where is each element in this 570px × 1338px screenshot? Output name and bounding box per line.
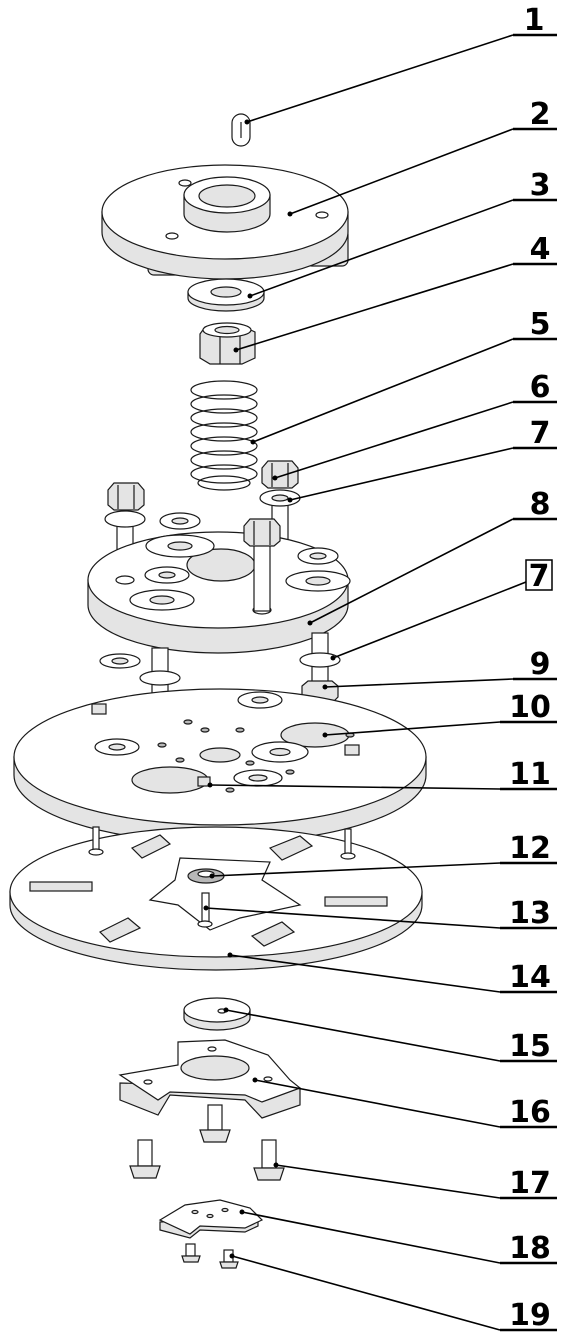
part-17-screws <box>129 1104 285 1181</box>
part-2-hub-flange <box>101 164 349 280</box>
callout-18: 18 <box>239 1209 557 1266</box>
callout-1: 1 <box>244 3 557 125</box>
part-18-small-plate <box>158 1199 264 1239</box>
callout-label-5: 5 <box>530 307 551 342</box>
callout-label-14: 14 <box>509 960 551 995</box>
callout-15: 15 <box>223 1007 557 1064</box>
lower-bolt-right <box>299 632 341 704</box>
part-8-clamp-plate <box>87 531 351 654</box>
callout-label-3: 3 <box>530 168 551 203</box>
callout-label-8: 8 <box>530 487 551 522</box>
part-16-star-bracket <box>118 1039 302 1119</box>
callout-label-17: 17 <box>509 1166 551 1201</box>
loose-washer-top <box>159 512 201 530</box>
callout-8: 8 <box>307 487 557 626</box>
callout-11: 11 <box>207 757 557 792</box>
callout-7: 7 <box>287 416 557 503</box>
callout-12: 12 <box>209 831 557 879</box>
part-10-base-plate <box>13 688 427 844</box>
callout-label-10: 10 <box>509 690 551 725</box>
callout-2: 2 <box>287 97 557 217</box>
callout-label-13: 13 <box>509 896 551 931</box>
callout-label-2: 2 <box>530 97 551 132</box>
callout-19: 19 <box>229 1253 557 1333</box>
callout-label-16: 16 <box>509 1095 551 1130</box>
callout-label-18: 18 <box>509 1231 551 1266</box>
part-15-cap <box>183 997 251 1031</box>
callout-label-1: 1 <box>524 3 545 38</box>
callout-3: 3 <box>247 168 557 299</box>
part-4-nut <box>199 322 256 365</box>
callout-label-15: 15 <box>509 1029 551 1064</box>
callout-13: 13 <box>203 896 557 931</box>
callout-17: 17 <box>273 1162 557 1201</box>
callout-7-boxed: 7 <box>330 559 553 661</box>
callout-label-19: 19 <box>509 1298 551 1333</box>
callout-14: 14 <box>227 952 557 995</box>
part-1-key <box>231 113 251 147</box>
middle-bolt <box>243 518 281 612</box>
part-3-washer <box>187 278 265 312</box>
callout-5: 5 <box>250 307 557 445</box>
callout-4: 4 <box>233 232 557 353</box>
callout-label-6: 6 <box>530 370 551 405</box>
part-7-washer <box>259 489 301 507</box>
callout-label-9: 9 <box>530 647 551 682</box>
callout-9: 9 <box>322 647 557 690</box>
callout-16: 16 <box>252 1077 557 1130</box>
part-5-spring <box>190 380 258 491</box>
callout-6: 6 <box>272 370 557 481</box>
callout-label-11: 11 <box>509 757 551 792</box>
callout-label-4: 4 <box>530 232 551 267</box>
callout-10: 10 <box>322 690 557 738</box>
part-19-small-screws <box>181 1243 239 1269</box>
callout-label-12: 12 <box>509 831 551 866</box>
callout-label-7: 7 <box>530 416 551 451</box>
callout-label-7-boxed: 7 <box>529 559 550 594</box>
part-14-lower-disc <box>9 826 423 971</box>
